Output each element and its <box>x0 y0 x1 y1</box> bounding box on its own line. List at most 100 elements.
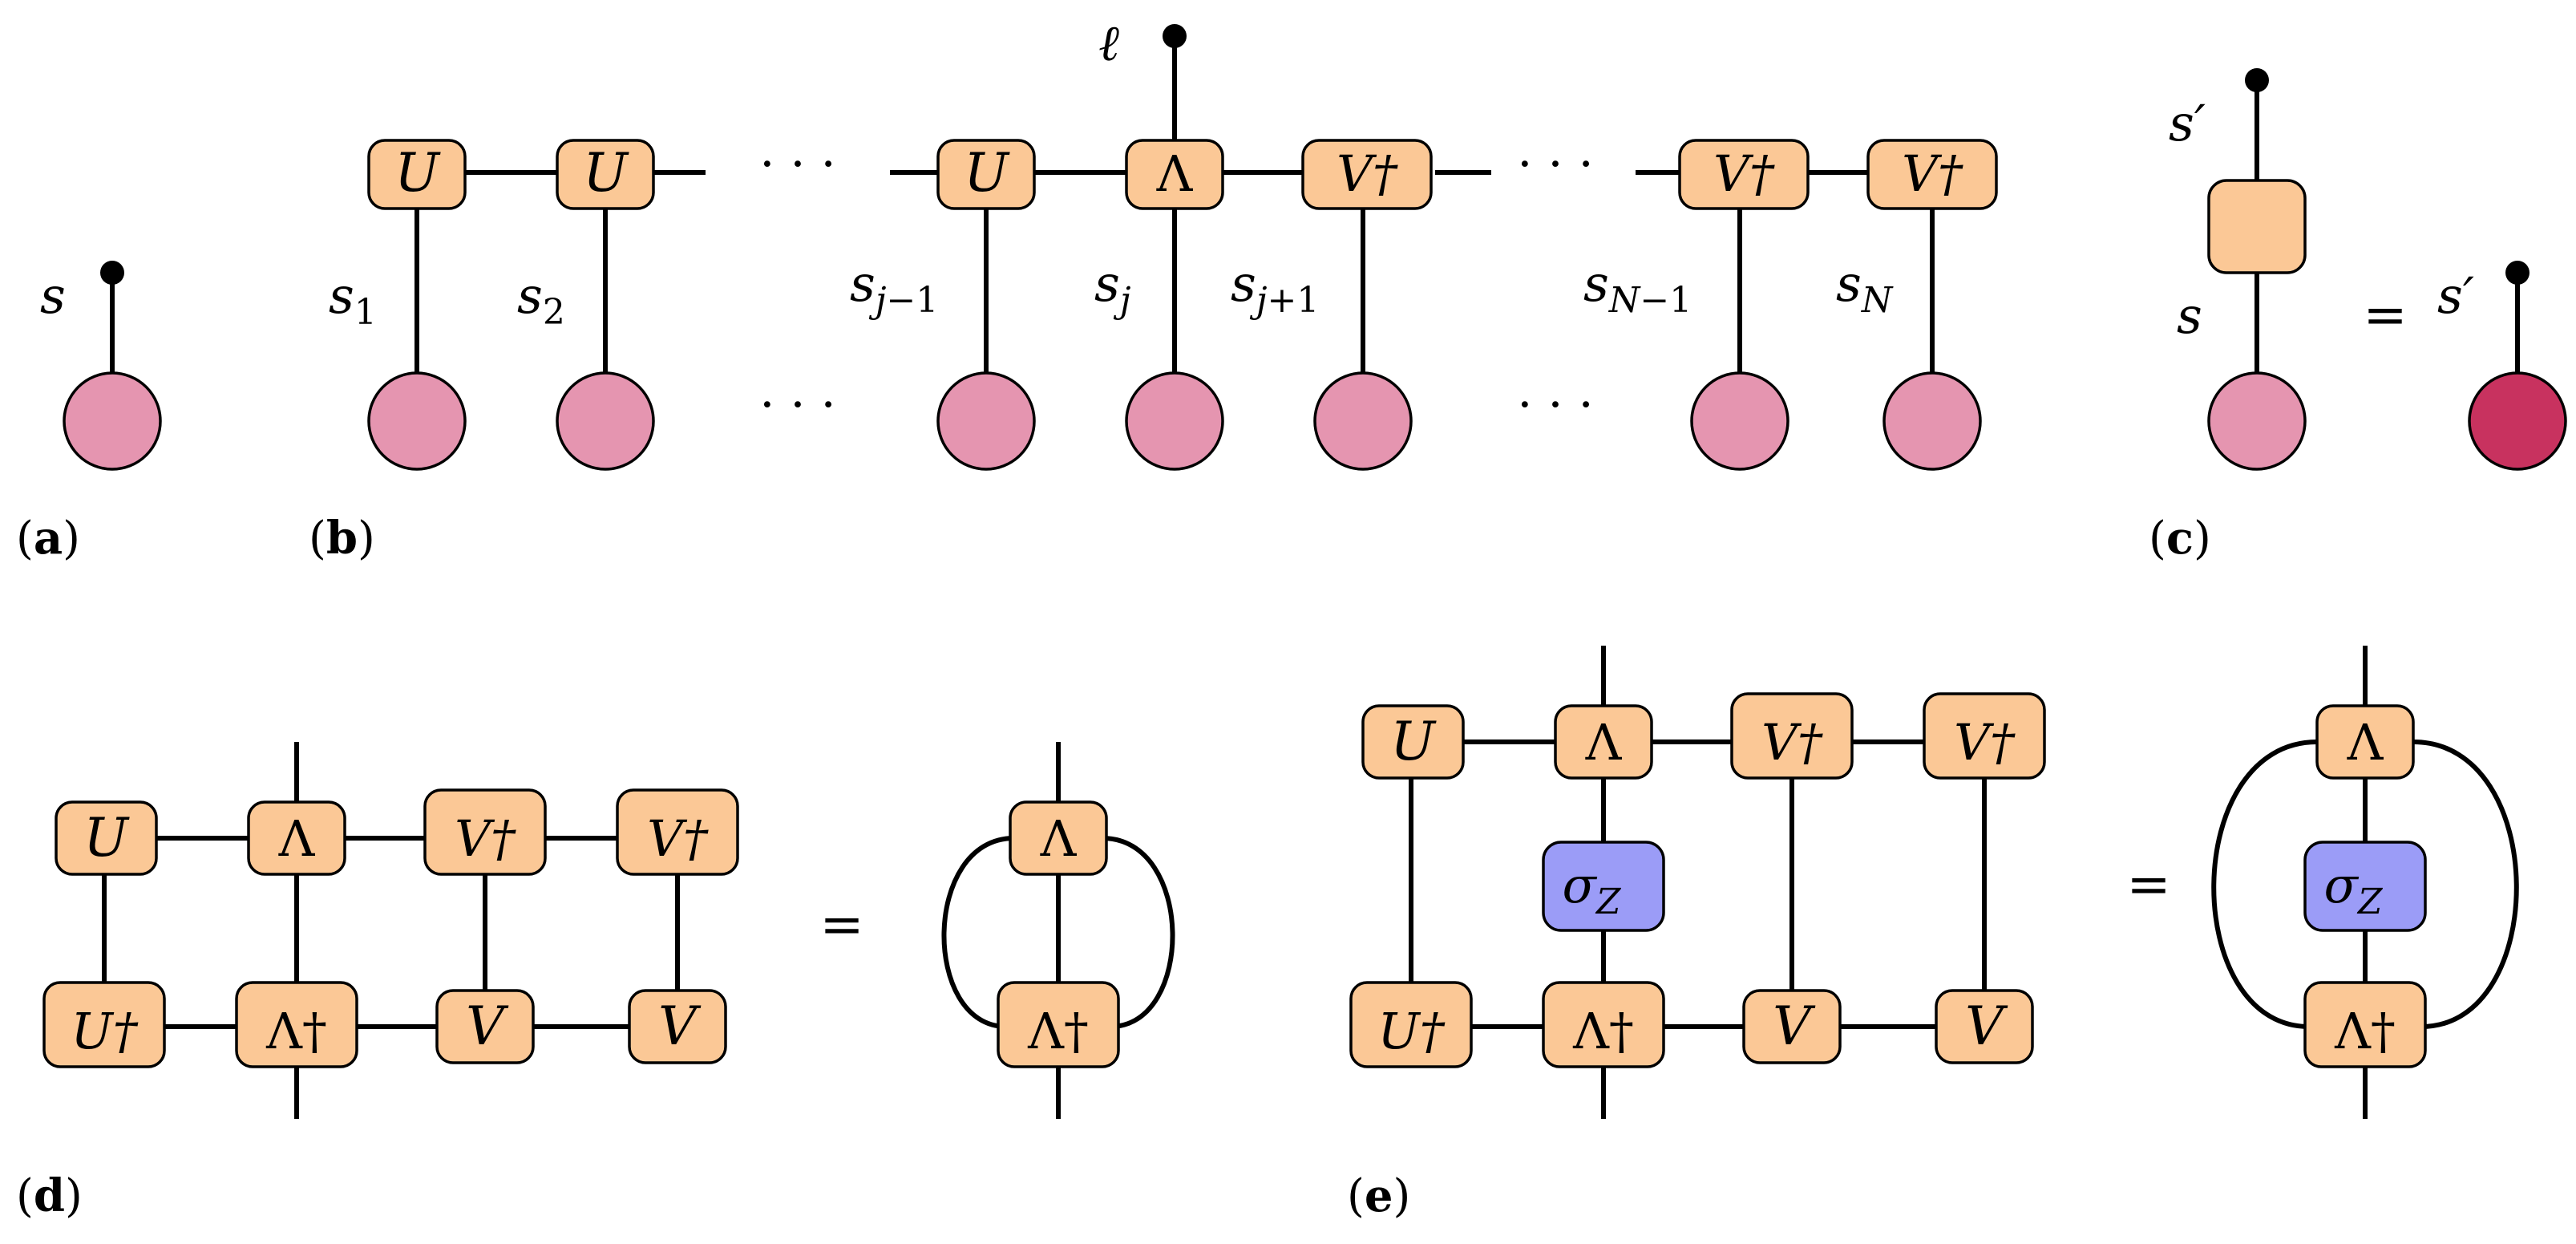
panel-label-b: (b) <box>309 512 375 565</box>
panel-b: ℓ U U U Λ V† V† V† · · <box>309 14 1998 565</box>
index-label-s2: s2 <box>517 266 565 333</box>
site-tensor <box>367 371 467 471</box>
transformed-site-tensor <box>2468 371 2567 471</box>
equals-sign: = <box>819 893 863 955</box>
tensor-Vdag: V† <box>1730 692 1854 780</box>
svg-text:V†: V† <box>455 809 516 868</box>
tensor-Vdag: V† <box>1923 692 2046 780</box>
operator-sigma-z: σZ <box>2303 841 2427 932</box>
tensor-Lambdadag: Λ† <box>2303 981 2427 1068</box>
tensor-Vdag-2: V† <box>1678 139 1810 210</box>
svg-text:U: U <box>394 142 441 204</box>
equals-sign: = <box>2126 853 2170 915</box>
tensor-Vdag-1: V† <box>1301 139 1433 210</box>
tensor-Lambdadag: Λ† <box>997 981 1120 1068</box>
svg-text:V†: V† <box>1761 713 1823 772</box>
tensor-Udag: U† <box>42 981 166 1068</box>
index-label-sj+1: sj+1 <box>1231 254 1319 321</box>
site-tensor <box>63 371 162 471</box>
tensor-U: U <box>55 800 158 876</box>
svg-text:Λ: Λ <box>278 809 316 868</box>
tensor-Lambda: Λ <box>2315 704 2415 780</box>
open-leg-dot <box>100 261 124 285</box>
svg-text:V: V <box>658 995 702 1057</box>
lower-index-label: s <box>2177 286 2202 345</box>
ellipsis: · · · <box>1517 136 1593 192</box>
svg-text:Λ†: Λ† <box>265 1002 327 1060</box>
svg-text:V†: V† <box>1954 713 2016 772</box>
ellipsis: · · · <box>759 377 835 433</box>
panel-label-e: (e) <box>1347 1169 1410 1222</box>
site-tensor <box>1125 371 1224 471</box>
svg-text:Λ: Λ <box>2347 713 2384 772</box>
open-leg-dot <box>2505 261 2529 285</box>
tensor-Vdag: V† <box>423 788 547 876</box>
svg-text:V: V <box>1965 995 2008 1057</box>
svg-text:U†: U† <box>71 1002 138 1060</box>
operator-box <box>2207 179 2307 274</box>
svg-text:U: U <box>83 807 130 869</box>
index-label-s1: s1 <box>329 266 377 333</box>
operator-sigma-z: σZ <box>1542 841 1665 932</box>
panel-label-a: (a) <box>16 512 80 565</box>
panel-label-d: (d) <box>16 1169 83 1222</box>
index-label-sN: sN <box>1836 254 1894 321</box>
svg-text:V: V <box>466 995 509 1057</box>
open-leg-dot <box>2245 68 2269 92</box>
svg-text:U: U <box>1390 711 1437 772</box>
index-label-sN-1: sN−1 <box>1583 254 1692 321</box>
svg-text:Λ: Λ <box>1156 144 1194 203</box>
index-label-sj: sj <box>1094 254 1130 321</box>
index-label: s <box>40 266 66 325</box>
panel-c: s′ s = s′ (c) <box>2149 68 2567 565</box>
tensor-V: V <box>435 989 535 1064</box>
svg-text:V†: V† <box>1337 144 1398 203</box>
ellipsis: · · · <box>759 136 835 192</box>
panel-e: U Λ V† V† σZ U† Λ† V <box>1347 646 2519 1222</box>
result-index-label: s′ <box>2437 266 2474 325</box>
svg-text:V: V <box>1773 995 1816 1057</box>
open-leg-dot <box>1163 24 1187 48</box>
site-tensor <box>936 371 1036 471</box>
svg-text:U: U <box>964 142 1010 204</box>
index-label-sj-1: sj−1 <box>850 254 938 321</box>
tensor-V: V <box>1742 989 1842 1064</box>
equals-sign: = <box>2363 284 2407 346</box>
tensor-Lambda: Λ <box>1125 139 1224 210</box>
svg-text:V†: V† <box>1902 144 1963 203</box>
ellipsis: · · · <box>1517 377 1593 433</box>
tensor-Lambdadag: Λ† <box>235 981 358 1068</box>
site-tensor <box>1313 371 1413 471</box>
svg-text:Λ: Λ <box>1040 809 1078 868</box>
tensor-U-2: U <box>556 139 655 210</box>
tensor-V: V <box>1935 989 2034 1064</box>
tensor-Lambdadag: Λ† <box>1542 981 1665 1068</box>
panel-a: s (a) <box>16 261 162 565</box>
tensor-U: U <box>1361 704 1465 780</box>
svg-text:Λ†: Λ† <box>2334 1002 2396 1060</box>
tensor-Vdag-3: V† <box>1866 139 1998 210</box>
svg-text:Λ†: Λ† <box>1572 1002 1634 1060</box>
site-tensor <box>1690 371 1789 471</box>
tensor-Lambda: Λ <box>1554 704 1653 780</box>
tensor-Vdag: V† <box>616 788 739 876</box>
site-tensor <box>1882 371 1982 471</box>
tensor-V: V <box>628 989 727 1064</box>
tensor-Lambda: Λ <box>1009 800 1108 876</box>
tensor-U-1: U <box>367 139 467 210</box>
open-index-label: ℓ <box>1098 14 1119 72</box>
svg-text:U†: U† <box>1377 1002 1445 1060</box>
svg-text:V†: V† <box>647 809 709 868</box>
tensor-U-3: U <box>936 139 1036 210</box>
svg-text:σZ: σZ <box>2324 856 2384 922</box>
upper-index-label: s′ <box>2169 94 2206 152</box>
svg-text:Λ: Λ <box>1585 713 1623 772</box>
svg-text:Λ†: Λ† <box>1027 1002 1089 1060</box>
site-tensor <box>2207 371 2307 471</box>
panel-d: U Λ V† V† U† Λ† V V = <box>16 742 1175 1222</box>
tensor-Lambda: Λ <box>247 800 346 876</box>
svg-text:V†: V† <box>1713 144 1775 203</box>
svg-text:U: U <box>583 142 629 204</box>
tensor-Udag: U† <box>1349 981 1473 1068</box>
